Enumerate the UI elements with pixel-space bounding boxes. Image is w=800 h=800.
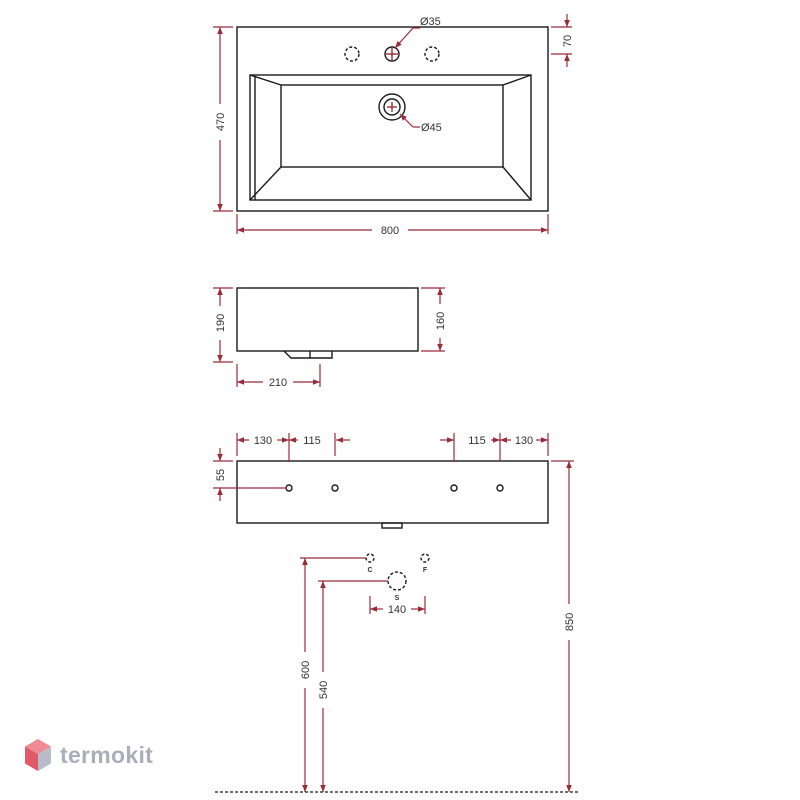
drain-leader (399, 113, 414, 128)
hexagon-logo-icon (25, 739, 51, 771)
drain-inner (383, 98, 401, 116)
mounting-height-label: 850 (564, 613, 576, 631)
overall-width-label: 800 (381, 225, 399, 237)
drain-offset-label: 210 (269, 377, 287, 389)
waste-label: S (395, 595, 400, 602)
optional-tap-hole (344, 46, 360, 62)
waste-outlet-front (381, 522, 403, 529)
overall-depth-label: 470 (215, 113, 227, 131)
tap-hole-offset-label: 70 (562, 35, 574, 47)
hole-spacing-outer-left: 130 (254, 435, 272, 447)
brand-logo: termokit (24, 738, 153, 772)
fixing-hole (496, 484, 504, 492)
waste-height-label: 540 (318, 681, 330, 699)
top-view: Ø35 Ø45 470 800 70 (213, 14, 574, 237)
waste-point (387, 571, 407, 591)
hole-spacing-inner-right: 115 (468, 435, 486, 447)
side-view: 190 160 210 (213, 287, 447, 389)
hole-spacing-inner-left: 115 (303, 435, 321, 447)
cold-supply-point (365, 553, 375, 563)
fixing-hole (285, 484, 293, 492)
optional-tap-hole (424, 46, 440, 62)
bowl-inner-base (280, 84, 504, 168)
bowl-edge (502, 74, 532, 86)
fixing-hole (450, 484, 458, 492)
basin-outline-front (236, 460, 549, 524)
hole-height-label: 55 (215, 469, 227, 481)
fixing-hole (331, 484, 339, 492)
hot-supply-point (420, 553, 430, 563)
supply-spacing-label: 140 (388, 604, 406, 616)
drain-outer (378, 93, 406, 121)
basin-outline-side (236, 287, 419, 352)
hole-spacing-outer-right: 130 (515, 435, 533, 447)
front-view: 130 115 115 130 55 (213, 433, 549, 529)
bowl-edge (502, 166, 532, 201)
waste-outlet-side (283, 350, 333, 359)
tap-hole-diameter: Ø35 (420, 16, 441, 28)
supply-height-label: 600 (300, 661, 312, 679)
hot-supply-label: F (423, 567, 428, 574)
cold-supply-label: C (367, 567, 372, 574)
tap-hole-leader (394, 27, 414, 49)
drain-diameter: Ø45 (421, 122, 442, 134)
bowl-outer-rim (249, 74, 532, 201)
brand-name: termokit (60, 741, 154, 768)
basin-outline-top (236, 26, 549, 212)
installation-view: C F S 140 600 540 850 (215, 460, 580, 793)
tap-hole (384, 46, 400, 62)
total-height-label: 190 (215, 314, 227, 332)
body-height-label: 160 (435, 312, 447, 330)
